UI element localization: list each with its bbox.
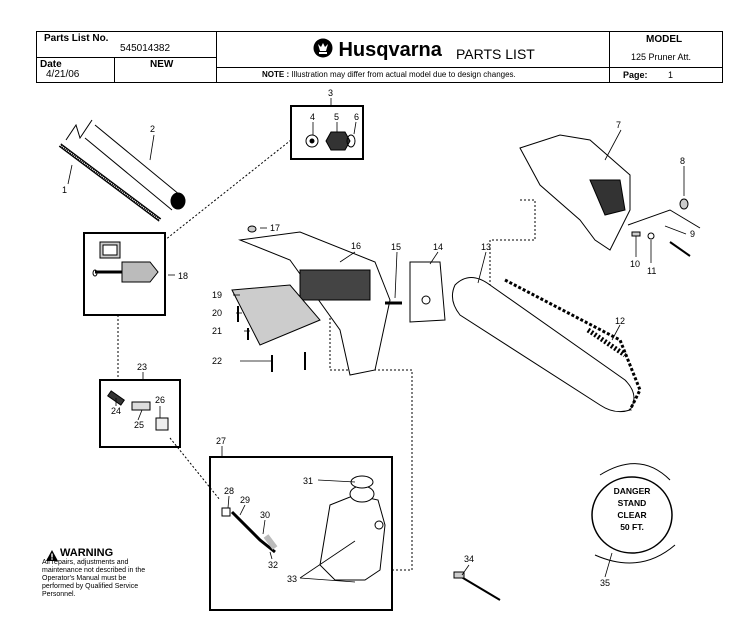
callout-9: 9 bbox=[690, 229, 695, 239]
callout-16: 16 bbox=[351, 241, 361, 251]
danger-line-1: DANGER bbox=[614, 486, 651, 496]
header-center-divider bbox=[216, 67, 610, 68]
callout-2: 2 bbox=[150, 124, 155, 134]
oil-tank-part-27 bbox=[319, 494, 386, 581]
callout-19: 19 bbox=[212, 290, 222, 300]
model-label: MODEL bbox=[646, 34, 683, 45]
callout-6: 6 bbox=[354, 112, 359, 122]
sign-part-35 bbox=[591, 476, 673, 554]
date-label: Date bbox=[40, 59, 62, 70]
leader-lines bbox=[67, 98, 687, 583]
brand-name: Husqvarna bbox=[338, 39, 442, 61]
new-label: NEW bbox=[150, 59, 174, 70]
warning-title: WARNING bbox=[60, 547, 114, 559]
header-right-divider bbox=[609, 67, 723, 68]
callout-21: 21 bbox=[212, 326, 222, 336]
callout-31: 31 bbox=[303, 476, 313, 486]
danger-line-2: STAND bbox=[618, 498, 647, 508]
danger-line-4: 50 FT. bbox=[620, 522, 644, 532]
callout-1: 1 bbox=[62, 185, 67, 195]
callout-18: 18 bbox=[178, 271, 188, 281]
callout-17: 17 bbox=[270, 223, 280, 233]
callout-14: 14 bbox=[433, 242, 443, 252]
callout-15: 15 bbox=[391, 242, 401, 252]
box-part-23 bbox=[99, 379, 181, 448]
callout-28: 28 bbox=[224, 486, 234, 496]
callout-10: 10 bbox=[630, 259, 640, 269]
cover-part-19 bbox=[231, 284, 321, 346]
callout-numbers: 1 2 3 4 5 6 7 8 9 10 11 12 13 14 15 16 1… bbox=[62, 88, 695, 588]
callout-30: 30 bbox=[260, 510, 270, 520]
box-part-3 bbox=[290, 105, 364, 160]
parts-list-no-value: 545014382 bbox=[120, 43, 171, 54]
callout-35: 35 bbox=[600, 578, 610, 588]
header-left-vdivider bbox=[114, 57, 115, 83]
callout-3: 3 bbox=[328, 88, 333, 98]
warning-header: WARNING bbox=[42, 547, 192, 561]
callout-11: 11 bbox=[647, 266, 656, 276]
callout-20: 20 bbox=[212, 308, 222, 318]
callout-8: 8 bbox=[680, 156, 685, 166]
callout-25: 25 bbox=[134, 420, 144, 430]
callout-22: 22 bbox=[212, 356, 222, 366]
drive-cable-part-1 bbox=[58, 143, 162, 222]
callout-34: 34 bbox=[464, 554, 474, 564]
header-left-divider bbox=[36, 57, 217, 58]
brand-logo: Husqvarna bbox=[312, 37, 442, 64]
box-part-18 bbox=[83, 232, 166, 316]
note-line: NOTE : Illustration may differ from actu… bbox=[262, 70, 516, 79]
page-value: 1 bbox=[668, 70, 674, 80]
callout-29: 29 bbox=[240, 495, 250, 505]
parts-list-title: PARTS LIST bbox=[456, 46, 535, 62]
note-label: NOTE : bbox=[262, 70, 290, 79]
note-text: Illustration may differ from actual mode… bbox=[291, 70, 516, 79]
warning-block: WARNING All repairs, adjustments and mai… bbox=[42, 547, 192, 599]
gear-part-18 bbox=[92, 241, 159, 283]
callout-33: 33 bbox=[287, 574, 297, 584]
parts-list-no-label: Parts List No. bbox=[44, 33, 109, 44]
danger-sign-text: DANGER STAND CLEAR 50 FT. bbox=[614, 486, 651, 532]
warning-triangle-icon bbox=[46, 550, 58, 564]
model-value: 125 Pruner Att. bbox=[631, 52, 692, 62]
plate-part-14 bbox=[409, 261, 446, 323]
callout-7: 7 bbox=[616, 120, 621, 130]
guide-bar-part-13 bbox=[451, 277, 635, 413]
date-value: 4/21/06 bbox=[46, 69, 80, 80]
callout-32: 32 bbox=[268, 560, 278, 570]
callout-12: 12 bbox=[615, 316, 625, 326]
box-part-27 bbox=[209, 456, 393, 611]
bar-cover-part-7 bbox=[519, 134, 631, 251]
callout-26: 26 bbox=[155, 395, 165, 405]
tube-part-2 bbox=[84, 124, 186, 211]
chain-part-12 bbox=[504, 278, 642, 411]
husqvarna-crown-icon bbox=[312, 37, 334, 64]
callout-13: 13 bbox=[481, 242, 491, 252]
callout-24: 24 bbox=[111, 406, 121, 416]
danger-line-3: CLEAR bbox=[617, 510, 646, 520]
callout-23: 23 bbox=[137, 362, 147, 372]
page-label: Page: bbox=[623, 70, 648, 80]
callout-4: 4 bbox=[310, 112, 315, 122]
callout-5: 5 bbox=[334, 112, 339, 122]
callout-27: 27 bbox=[216, 436, 226, 446]
header-right-box bbox=[609, 31, 723, 83]
housing-part-16 bbox=[238, 231, 402, 376]
warning-text: All repairs, adjustments and maintenance… bbox=[42, 559, 146, 598]
